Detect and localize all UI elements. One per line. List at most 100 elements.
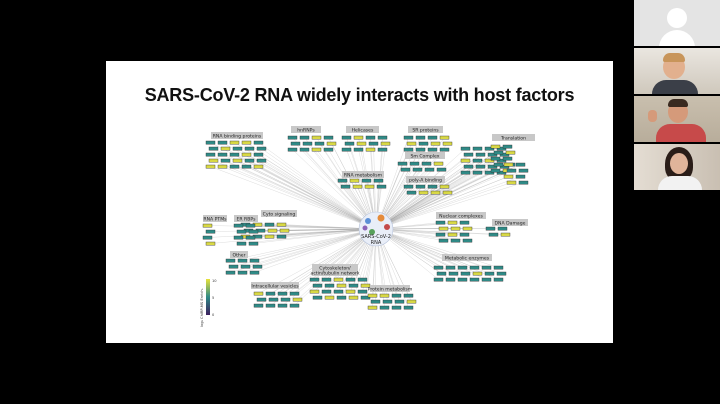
edge [375,164,511,230]
edge [292,137,377,230]
protein-node [321,289,332,294]
protein-node [253,291,264,296]
participant-tile-1[interactable] [634,0,720,46]
protein-node [233,223,244,228]
protein-node [208,146,219,151]
edge [254,228,377,273]
protein-node [439,184,450,189]
protein-node [256,146,267,151]
protein-node [253,152,264,157]
category-box [492,134,535,141]
protein-node [290,141,301,146]
protein-node [472,170,483,175]
protein-node [490,144,501,149]
protein-node [248,229,259,234]
protein-node [361,178,372,183]
protein-node [205,229,216,234]
protein-node [450,226,461,231]
protein-node [427,184,438,189]
protein-node [462,238,473,243]
protein-node [484,158,495,163]
protein-node [484,170,495,175]
protein-node [312,283,323,288]
legend-title: log₂ ChIRP-MS Enrich. [200,288,204,327]
protein-node [337,178,348,183]
protein-node [311,147,322,152]
protein-node [289,291,300,296]
person-shirt [656,124,706,142]
protein-node [292,297,303,302]
category-box [211,132,263,139]
protein-node [256,158,267,163]
protein-node [205,241,216,246]
edge [213,160,377,230]
edge [258,142,377,230]
protein-node [348,283,359,288]
protein-node [241,152,252,157]
hub-blob [365,218,371,224]
participant-strip [634,0,720,404]
legend-tick-low: 0 [212,313,215,317]
protein-node [237,258,248,263]
protein-node [237,270,248,275]
center-label-line1: SARS-CoV-2 [361,234,391,240]
edge [375,228,506,235]
protein-node [397,161,408,166]
protein-node [487,164,498,169]
protein-node [232,146,243,151]
protein-node [442,190,453,195]
protein-node [268,297,279,302]
participant-tile-3[interactable] [634,96,720,142]
protein-node [233,235,244,240]
category-label: Nuclear complexes [439,213,483,219]
protein-node [364,184,375,189]
protein-node [505,150,516,155]
protein-node [379,293,390,298]
protein-node [457,265,468,270]
category-label: SR proteins [412,127,439,133]
edge [304,149,377,230]
protein-node [349,178,360,183]
protein-node [415,184,426,189]
protein-node [299,147,310,152]
protein-node [287,147,298,152]
edge [375,228,502,274]
participant-tile-4[interactable] [634,144,720,190]
protein-node [377,147,388,152]
protein-node [475,164,486,169]
protein-node [276,234,287,239]
category-box [261,210,297,217]
protein-node [487,152,498,157]
edge [246,154,377,230]
protein-node [439,147,450,152]
protein-node [245,223,256,228]
legend-tick-mid: 5 [212,296,214,300]
protein-node [499,152,510,157]
edge [210,166,377,230]
category-label: RNA PTMs [203,216,227,222]
protein-node [457,277,468,282]
protein-node [500,232,511,237]
category-box [406,176,445,183]
protein-node [253,164,264,169]
protein-node [469,265,480,270]
edge [253,228,377,244]
participant-tile-2[interactable] [634,48,720,94]
protein-node [357,277,368,282]
protein-node [481,277,492,282]
protein-node [353,147,364,152]
protein-node [252,264,263,269]
protein-node [502,156,513,161]
protein-node [415,147,426,152]
protein-node [460,271,471,276]
protein-node [277,291,288,296]
protein-node [241,164,252,169]
protein-node [424,167,435,172]
protein-node [450,238,461,243]
protein-node [409,161,420,166]
protein-node [506,180,517,185]
edge [304,137,377,230]
protein-node [472,158,483,163]
protein-node [496,158,507,163]
